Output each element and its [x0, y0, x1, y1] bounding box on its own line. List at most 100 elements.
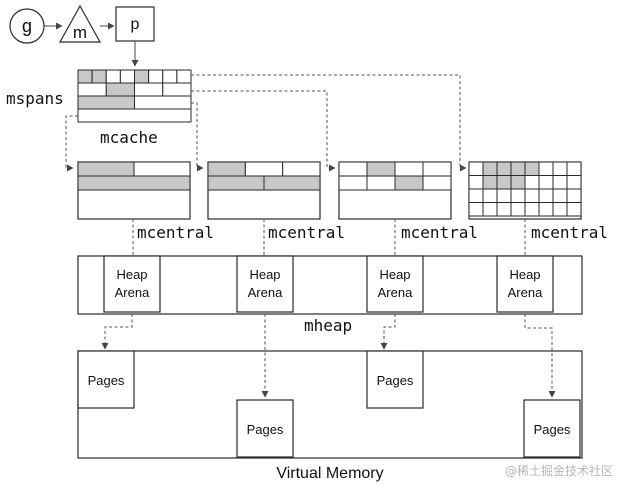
heap-arena-3-line2: Arena	[378, 285, 413, 300]
span-cell	[538, 202, 554, 217]
mcentral-3-box	[338, 161, 452, 220]
span-cell	[338, 175, 368, 191]
span-cell	[134, 95, 192, 110]
span-cell	[510, 161, 526, 176]
heap-arena-4-line1: Heap	[509, 267, 540, 282]
span-cell	[482, 188, 498, 203]
span-cell	[566, 202, 582, 217]
mcache-label: mcache	[100, 128, 158, 147]
pages-block-4: Pages	[523, 399, 581, 458]
pages-block-1: Pages	[77, 350, 135, 409]
span-cell	[482, 202, 498, 217]
pages-block-1-label: Pages	[88, 373, 125, 388]
mcentral-2-label: mcentral	[268, 223, 345, 242]
span-cell	[162, 82, 192, 97]
span-cell	[524, 161, 540, 176]
span-cell	[77, 175, 191, 191]
span-cell	[207, 161, 246, 177]
pages-block-2-label: Pages	[247, 422, 284, 437]
span-cell	[510, 202, 526, 217]
span-cell	[134, 82, 164, 97]
heap-arena-2: Heap Arena	[236, 255, 294, 313]
span-cell	[524, 175, 540, 190]
span-cell	[566, 161, 582, 176]
span-cell	[394, 161, 424, 177]
mcentral-2-box	[207, 161, 321, 220]
span-cell	[468, 175, 484, 190]
span-cell	[366, 161, 396, 177]
span-cell	[496, 202, 512, 217]
span-cell	[468, 161, 484, 176]
mcache-box	[77, 69, 192, 123]
span-cell	[77, 69, 93, 84]
pages-block-3: Pages	[366, 350, 424, 409]
span-cell	[538, 161, 554, 176]
heap-arena-1-line1: Heap	[116, 267, 147, 282]
virtual-memory-label: Virtual Memory	[276, 465, 383, 482]
g-label: g	[22, 16, 32, 36]
heap-arena-1: Heap Arena	[103, 255, 161, 313]
mheap-label: mheap	[304, 316, 352, 335]
arena-1-to-pages-1-connector	[101, 314, 133, 350]
span-cell	[176, 69, 192, 84]
span-cell	[134, 69, 150, 84]
mcentral-4-label: mcentral	[531, 223, 608, 242]
heap-arena-4: Heap Arena	[496, 255, 554, 313]
mcentral-3-label: mcentral	[401, 223, 478, 242]
arena-4-to-pages-4-connector	[524, 314, 556, 398]
span-cell	[422, 175, 452, 191]
span-cell	[77, 108, 192, 123]
span-cell	[148, 69, 164, 84]
span-cell	[524, 188, 540, 203]
span-cell	[552, 161, 568, 176]
heap-arena-1-line2: Arena	[115, 285, 150, 300]
span-cell	[510, 188, 526, 203]
heap-arena-2-line1: Heap	[249, 267, 280, 282]
heap-arena-3-line1: Heap	[379, 267, 410, 282]
span-cell	[133, 161, 191, 177]
mcache-to-mcentral-1-connector	[65, 115, 78, 172]
span-cell	[422, 161, 452, 177]
mcache-to-mcentral-3-connector	[191, 90, 336, 172]
span-cell	[538, 175, 554, 190]
span-cell	[468, 202, 484, 217]
m-label: m	[73, 23, 87, 42]
span-cell	[366, 175, 396, 191]
mcentral-1-label: mcentral	[137, 223, 214, 242]
span-cell	[244, 161, 284, 177]
p-node: p	[115, 6, 155, 42]
watermark-text: @稀土掘金技术社区	[504, 464, 613, 478]
span-cell	[468, 188, 484, 203]
span-cell	[524, 202, 540, 217]
m-node: m	[58, 4, 102, 43]
span-cell	[105, 82, 135, 97]
mcache-to-mcentral-4-connector	[191, 74, 467, 172]
mcache-to-mcentral-2-connector	[191, 102, 204, 172]
span-cell	[282, 161, 321, 177]
mcentral-1-box	[77, 161, 191, 220]
span-cell	[538, 188, 554, 203]
span-cell	[119, 69, 135, 84]
span-cell	[552, 202, 568, 217]
virtual-memory-box	[77, 350, 583, 459]
span-cell	[338, 161, 368, 177]
arena-3-to-pages-3-connector	[380, 314, 396, 350]
heap-arena-2-line2: Arena	[248, 285, 283, 300]
pages-block-2: Pages	[236, 399, 294, 458]
span-cell	[496, 161, 512, 176]
span-cell	[263, 175, 321, 191]
pages-block-3-label: Pages	[377, 373, 414, 388]
span-cell	[552, 188, 568, 203]
span-cell	[77, 95, 135, 110]
p-label: p	[131, 16, 140, 33]
span-cell	[566, 175, 582, 190]
pages-block-4-label: Pages	[534, 422, 571, 437]
span-cell	[91, 69, 107, 84]
span-cell	[105, 69, 121, 84]
span-cell	[77, 82, 107, 97]
span-cell	[207, 175, 265, 191]
span-cell	[496, 188, 512, 203]
span-cell	[510, 175, 526, 190]
span-cell	[77, 161, 135, 177]
